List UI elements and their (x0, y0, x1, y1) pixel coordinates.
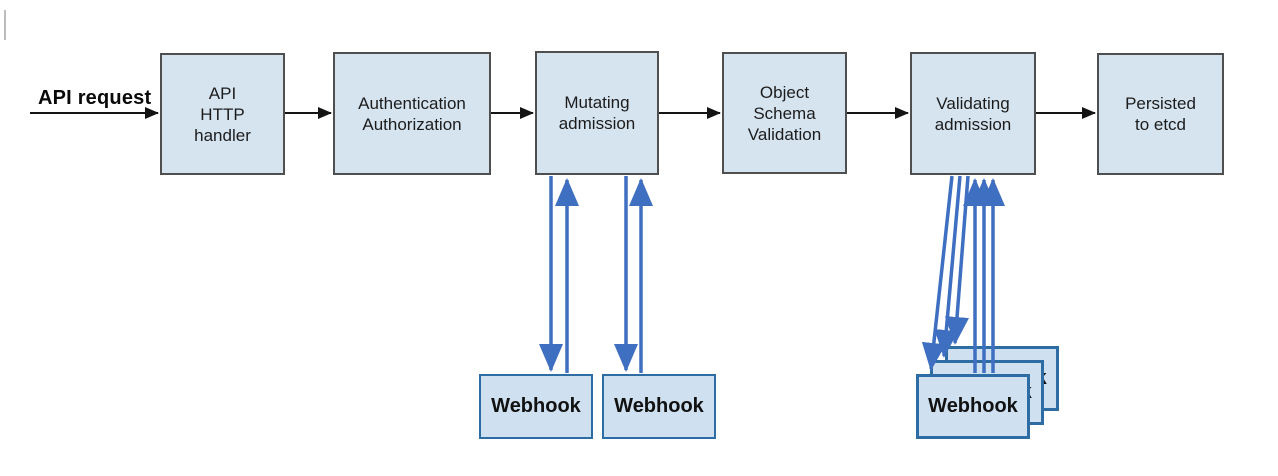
stage-authentication-authorization: Authentication Authorization (333, 52, 491, 175)
arrow-validating-to-webhook-back (945, 175, 970, 345)
stage-validating-admission: Validating admission (910, 52, 1036, 175)
stage-api-http-handler: API HTTP handler (160, 53, 285, 175)
stage-mutating-admission: Mutating admission (535, 51, 659, 175)
stage-mutating-admission-label: Mutating admission (558, 93, 636, 133)
mutating-webhook-2-label: Webhook (614, 395, 704, 417)
stage-authentication-authorization-label: Authentication Authorization (358, 93, 466, 134)
arrow-validating-to-webhook-front (921, 175, 954, 371)
validating-webhook-front: Webhook (916, 374, 1030, 439)
stage-object-schema-validation: Object Schema Validation (722, 52, 847, 174)
validating-webhook-front-label: Webhook (928, 395, 1018, 417)
validating-webhook-arrows (921, 175, 1005, 373)
mutating-webhook-2: Webhook (602, 374, 716, 439)
stage-object-schema-validation-label: Object Schema Validation (747, 82, 822, 144)
stage-validating-admission-label: Validating admission (934, 93, 1012, 134)
api-request-label: API request (38, 87, 152, 109)
screen-edge-artifact (4, 10, 6, 40)
mutating-webhook-arrows (539, 176, 653, 373)
arrow-validating-to-webhook-middle (934, 175, 962, 358)
stage-api-http-handler-label: API HTTP handler (194, 83, 251, 145)
stage-persisted-to-etcd-label: Persisted to etcd (1125, 94, 1196, 134)
mutating-webhook-1-label: Webhook (491, 395, 581, 417)
stage-persisted-to-etcd: Persisted to etcd (1097, 53, 1224, 175)
mutating-webhook-1: Webhook (479, 374, 593, 439)
